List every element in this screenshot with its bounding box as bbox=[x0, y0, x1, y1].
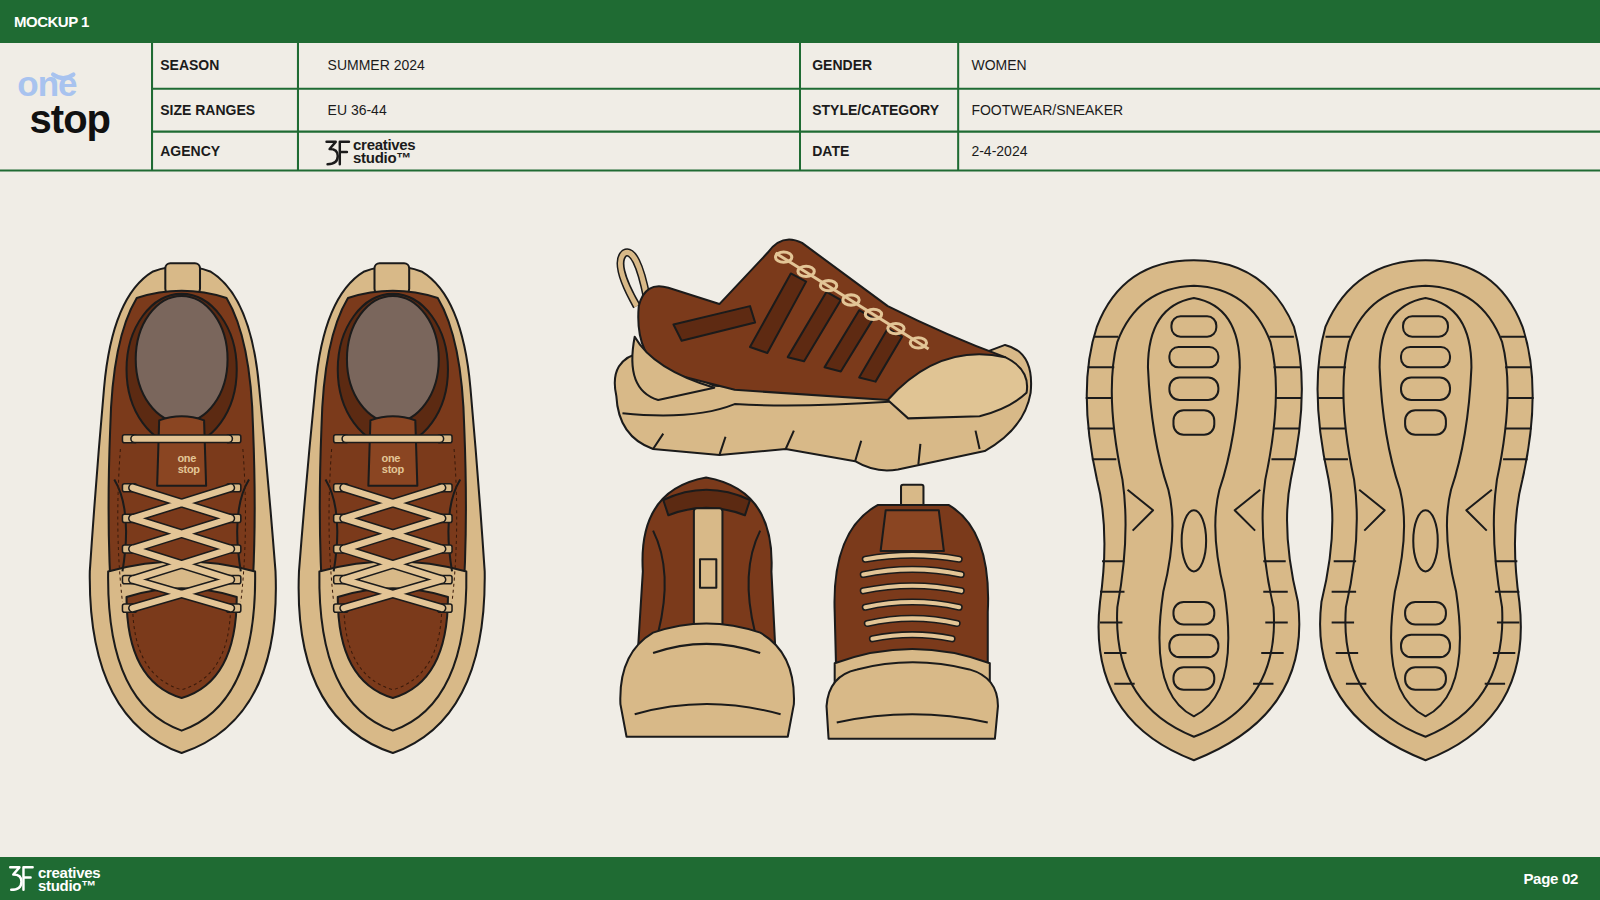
side-view-shoe bbox=[615, 239, 1031, 470]
grid-line bbox=[957, 43, 959, 171]
front-view-shoe bbox=[827, 485, 998, 739]
lace-outline bbox=[863, 555, 961, 639]
overlay-strap bbox=[788, 292, 841, 361]
overlay-strap bbox=[673, 306, 755, 341]
field-label: GENDER bbox=[812, 57, 872, 74]
field-label: AGENCY bbox=[160, 143, 220, 160]
sole-line bbox=[635, 644, 781, 714]
field-value: FOOTWEAR/SNEAKER bbox=[971, 102, 1123, 119]
field-value: 2-4-2024 bbox=[971, 143, 1027, 160]
field-label: DATE bbox=[812, 143, 849, 160]
heel-strip-detail bbox=[700, 559, 716, 588]
field-value: SUMMER 2024 bbox=[328, 57, 425, 74]
spec-table-grid bbox=[0, 43, 1600, 171]
tongue-logo: one bbox=[381, 453, 400, 464]
lace-loop bbox=[798, 266, 814, 276]
agency-mark bbox=[327, 142, 349, 164]
sole bbox=[827, 662, 998, 739]
agency-logotype: creatives studio™ bbox=[38, 866, 100, 892]
tongue-logo: one bbox=[177, 453, 196, 464]
sheet-title: MOCKUP 1 bbox=[14, 13, 89, 31]
back-view-shoe bbox=[620, 478, 794, 737]
tread-lugs bbox=[653, 431, 980, 465]
header-band: MOCKUP 1 bbox=[0, 0, 1600, 43]
lace bbox=[863, 555, 961, 639]
mark-stroke bbox=[327, 142, 338, 164]
grid-line bbox=[799, 43, 801, 171]
mark-stroke bbox=[340, 142, 349, 164]
lace-loop bbox=[776, 252, 792, 262]
sole bbox=[620, 623, 794, 736]
grid-line bbox=[151, 43, 153, 171]
field-label: STYLE/CATEGORY bbox=[812, 102, 939, 119]
overlay-strap bbox=[824, 310, 873, 371]
lace-loops bbox=[776, 252, 927, 348]
footer-band: creatives studio™ Page 02 bbox=[0, 857, 1600, 900]
grid-line bbox=[152, 88, 1600, 90]
brand-logo-top: one bbox=[17, 66, 76, 101]
tongue bbox=[881, 510, 944, 551]
agency-logotype: creatives studio™ bbox=[353, 138, 415, 164]
field-value: WOMEN bbox=[971, 57, 1026, 74]
left-outsole bbox=[1086, 260, 1302, 760]
lace-loop bbox=[865, 309, 881, 319]
lace-loop bbox=[888, 323, 904, 333]
grid-line bbox=[297, 43, 299, 171]
lace-loop bbox=[843, 295, 859, 305]
lace-loop bbox=[910, 338, 926, 348]
field-label: SIZE RANGES bbox=[160, 102, 255, 119]
tongue-logo: stop bbox=[178, 464, 200, 475]
page-number: Page 02 bbox=[1523, 870, 1578, 888]
tongue-logo: stop bbox=[382, 464, 404, 475]
brand-logo-bottom: stop bbox=[30, 99, 110, 139]
left-shoe-top bbox=[90, 263, 276, 753]
overlay-strap bbox=[859, 329, 902, 382]
field-label: SEASON bbox=[160, 57, 219, 74]
field-value: EU 36-44 bbox=[328, 102, 387, 119]
heel-counter bbox=[632, 337, 714, 400]
right-outsole bbox=[1317, 260, 1533, 760]
toe-cap bbox=[888, 354, 1027, 418]
sole-line bbox=[837, 714, 988, 722]
right-shoe-top bbox=[299, 263, 485, 753]
lace-loop bbox=[820, 281, 836, 291]
grid-line bbox=[152, 131, 1600, 133]
lace bbox=[776, 253, 929, 349]
